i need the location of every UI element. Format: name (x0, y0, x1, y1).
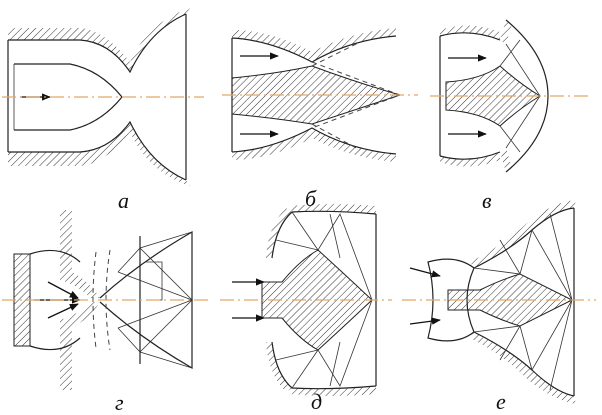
panel-label-g: г (115, 390, 124, 415)
panel-a-diagram (7, 8, 190, 186)
panel-label-a: а (118, 188, 129, 213)
panel-b-diagram (231, 28, 402, 162)
panel-e-diagram (409, 200, 576, 404)
panel-label-b: б (305, 186, 317, 211)
panel-label-e: е (496, 389, 506, 414)
panel-label-v: в (482, 188, 492, 213)
panel-v-diagram (439, 19, 549, 173)
panel-label-d: д (311, 389, 323, 414)
symmetry-axes (2, 94, 596, 301)
